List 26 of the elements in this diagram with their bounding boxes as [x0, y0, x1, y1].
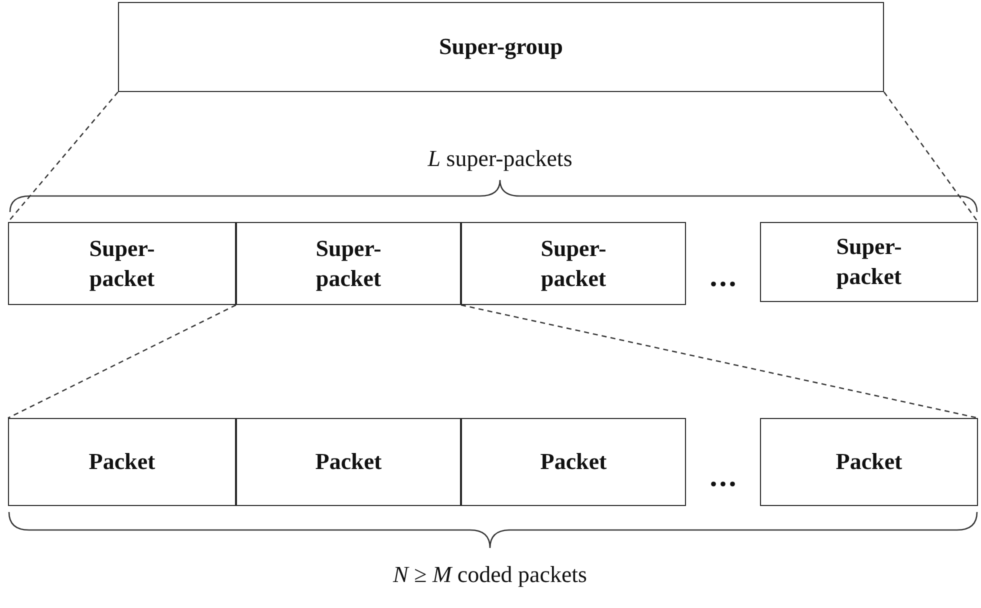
packet-box: [760, 222, 978, 302]
packet-box: [236, 222, 461, 305]
ellipsis: ...: [710, 460, 738, 494]
box-label: Super- packet: [836, 233, 902, 291]
box-label: Super-group: [439, 33, 563, 62]
packet-box: [760, 418, 978, 506]
dashed-line: [883, 92, 979, 222]
packet-box: [8, 222, 236, 305]
packet-box: [8, 418, 236, 506]
box-label: Packet: [836, 448, 902, 476]
box-label: Super- packet: [89, 234, 155, 293]
box-label: Packet: [315, 448, 382, 476]
box-label: Super- packet: [316, 234, 382, 293]
packet-box: [461, 418, 686, 506]
ellipsis: ...: [710, 260, 738, 294]
packet-box: [118, 2, 884, 92]
dashed-line: [460, 304, 978, 419]
packet-box: [236, 418, 461, 506]
box-label: Packet: [540, 448, 607, 476]
dashed-line: [8, 304, 236, 419]
box-label: Packet: [88, 448, 156, 476]
dashed-line: [8, 92, 118, 222]
box-label: Super- packet: [540, 234, 606, 293]
packet-box: [461, 222, 686, 305]
annotation-text: N ≥ M coded packets: [392, 562, 588, 588]
annotation-text: L super-packets: [428, 146, 572, 172]
